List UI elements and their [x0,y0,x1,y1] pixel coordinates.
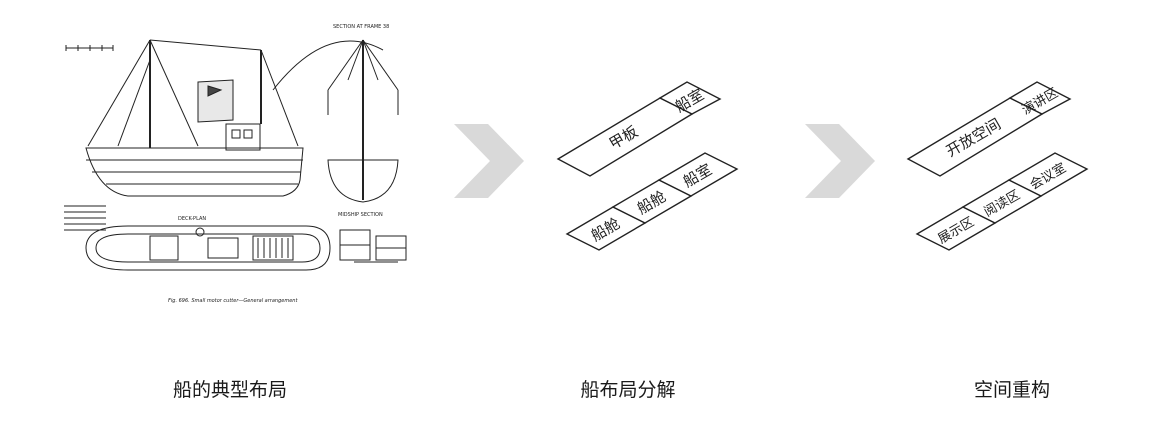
space-reconstruction-diagram: 开放空间 演讲区 展示区 阅读区 会议室 [906,81,1089,251]
deck-plan-outline [85,225,331,271]
chevron-right-icon [454,124,524,198]
sail [197,79,234,123]
section-arc [272,40,384,91]
caption-space-reconstruction: 空间重构 [973,379,1051,401]
caption-layout-decomposition: 船布局分解 [580,379,676,401]
section-label: SECTION AT FRAME 38 [333,24,389,30]
deckhouse [225,123,261,151]
meeting-room-zone [1007,152,1089,197]
layout-decomposition-diagram: 甲板 船室 船舱 船舱 船室 [556,81,739,251]
hull-side-profile [85,147,304,197]
midship-section-label: MIDSHIP SECTION [338,212,383,218]
cabin-zone-2 [657,152,739,197]
cabin-zone [658,81,722,115]
midship-hull-section [327,159,399,203]
drawing-caption: Fig. 696. Small motor cutter—General arr… [168,298,298,304]
ship-general-arrangement-drawing: DECK-PLAN SECTION AT FRAME 38 MIDSHIP SE… [64,24,407,304]
chevron-right-icon [805,124,875,198]
lecture-zone [1008,81,1072,115]
deck-plan-label: DECK-PLAN [178,216,206,222]
caption-typical-layout: 船的典型布局 [172,379,288,401]
